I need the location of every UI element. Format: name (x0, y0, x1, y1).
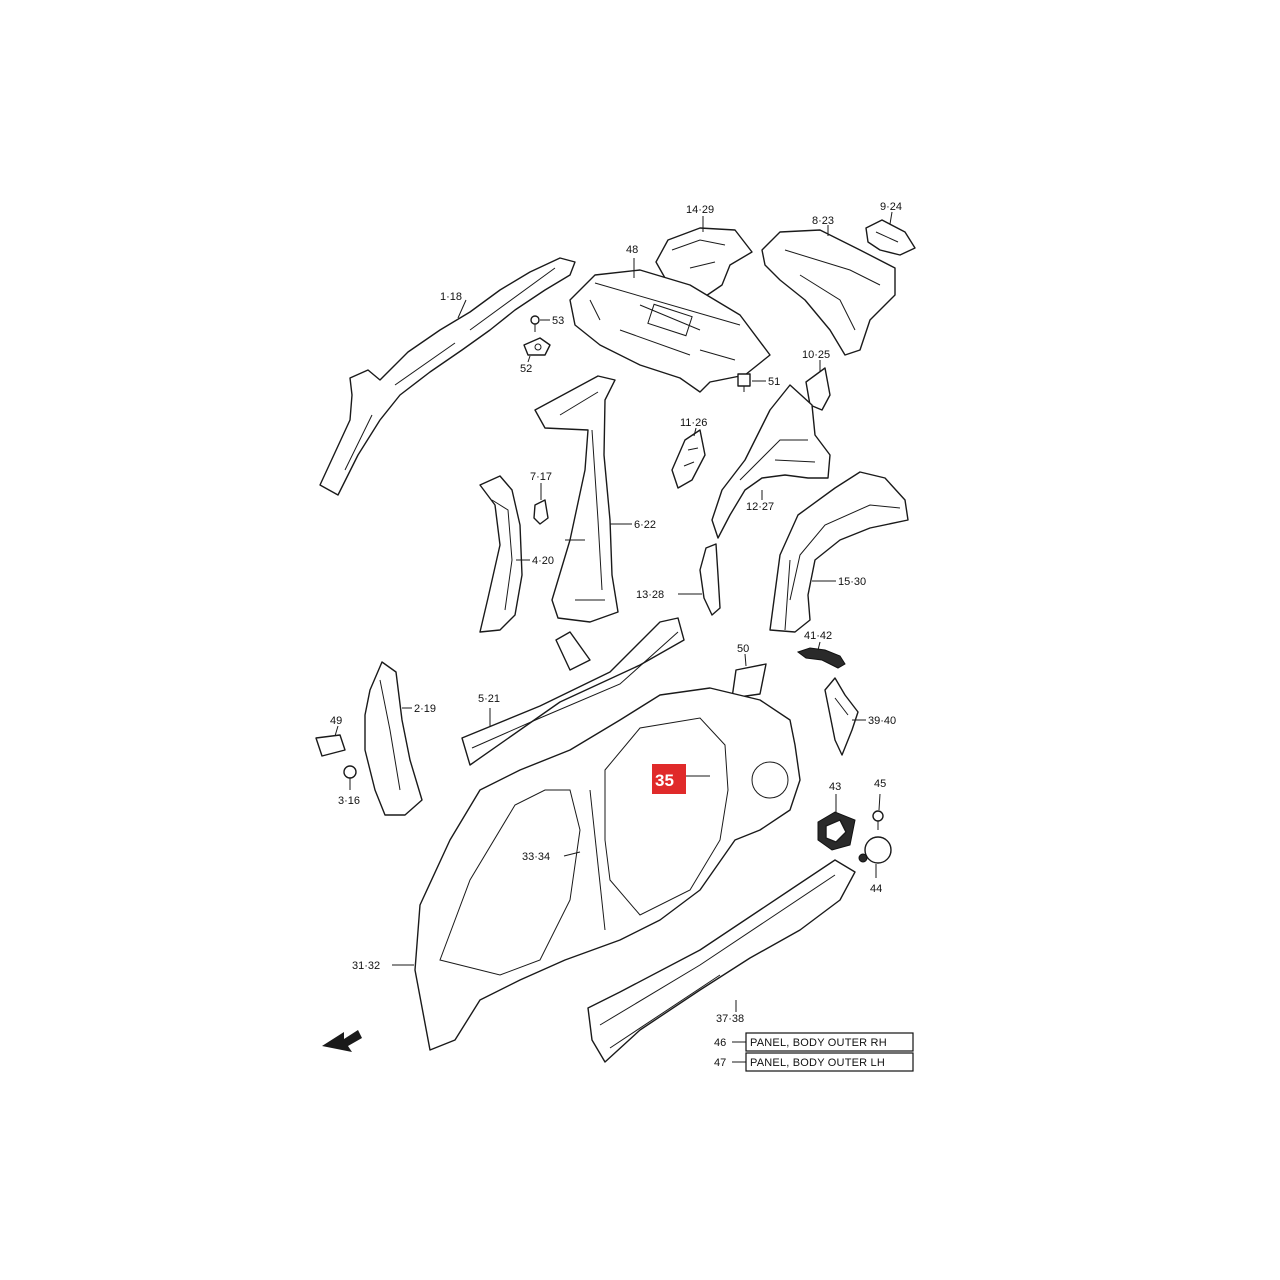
label-35: 35 (655, 771, 674, 790)
part-1-18 (319, 257, 576, 496)
label-52: 52 (520, 363, 532, 375)
label-5-21: 5·21 (478, 693, 500, 705)
label-8-23: 8·23 (812, 215, 834, 227)
label-9-24: 9·24 (880, 201, 902, 213)
part-6-22 (534, 375, 619, 623)
part-12-27 (711, 384, 831, 539)
label-14-29: 14·29 (686, 204, 714, 216)
label-53: 53 (552, 315, 564, 327)
legend-46-number: 46 (714, 1037, 726, 1049)
label-50: 50 (737, 643, 749, 655)
label-48: 48 (626, 244, 638, 256)
label-39-40: 39·40 (868, 715, 896, 727)
label-1-18: 1·18 (440, 291, 462, 303)
part-4-20 (479, 475, 523, 633)
part-48 (569, 269, 771, 393)
part-9-24 (865, 219, 916, 256)
label-43: 43 (829, 781, 841, 793)
part-37-38 (587, 859, 856, 1063)
label-51: 51 (768, 376, 780, 388)
part-49 (315, 734, 346, 757)
label-15-30: 15·30 (838, 576, 866, 588)
part-5-21 (461, 617, 685, 766)
label-4-20: 4·20 (532, 555, 554, 567)
part-41-42 (796, 647, 846, 669)
legend-47-number: 47 (714, 1057, 726, 1069)
label-13-28: 13·28 (636, 589, 664, 601)
part-45 (872, 810, 884, 830)
label-2-19: 2·19 (414, 703, 436, 715)
label-35-highlight: 35 (652, 764, 686, 794)
part-8-23 (761, 229, 896, 356)
part-44 (858, 836, 892, 864)
arrow-front-icon (322, 1030, 362, 1052)
part-2-19 (364, 661, 423, 816)
part-7-17 (533, 499, 549, 525)
part-53 (530, 315, 540, 332)
part-3-16 (343, 765, 357, 779)
part-11-26 (671, 429, 706, 489)
legend: 46 PANEL, BODY OUTER RH 47 PANEL, BODY O… (714, 1032, 914, 1072)
part-50 (731, 663, 767, 699)
part-body-side-outer (414, 687, 801, 1051)
label-37-38: 37·38 (716, 1013, 744, 1025)
label-41-42: 41·42 (804, 630, 832, 642)
part-52 (523, 337, 551, 356)
part-13-28 (699, 543, 721, 616)
label-44: 44 (870, 883, 882, 895)
part-51 (737, 373, 751, 392)
label-7-17: 7·17 (530, 471, 552, 483)
label-3-16: 3·16 (338, 795, 360, 807)
label-45: 45 (874, 778, 886, 790)
legend-46-text: PANEL, BODY OUTER RH (750, 1037, 887, 1049)
part-43 (817, 811, 856, 851)
part-10-25 (805, 367, 831, 411)
label-12-27: 12·27 (746, 501, 774, 513)
label-6-22: 6·22 (634, 519, 656, 531)
part-39-40 (824, 677, 859, 756)
label-33-34: 33·34 (522, 851, 550, 863)
legend-47-text: PANEL, BODY OUTER LH (750, 1057, 885, 1069)
label-11-26: 11·26 (680, 417, 707, 429)
part-15-30 (769, 471, 909, 633)
label-49: 49 (330, 715, 342, 727)
label-31-32: 31·32 (352, 960, 380, 972)
label-10-25: 10·25 (802, 349, 830, 361)
